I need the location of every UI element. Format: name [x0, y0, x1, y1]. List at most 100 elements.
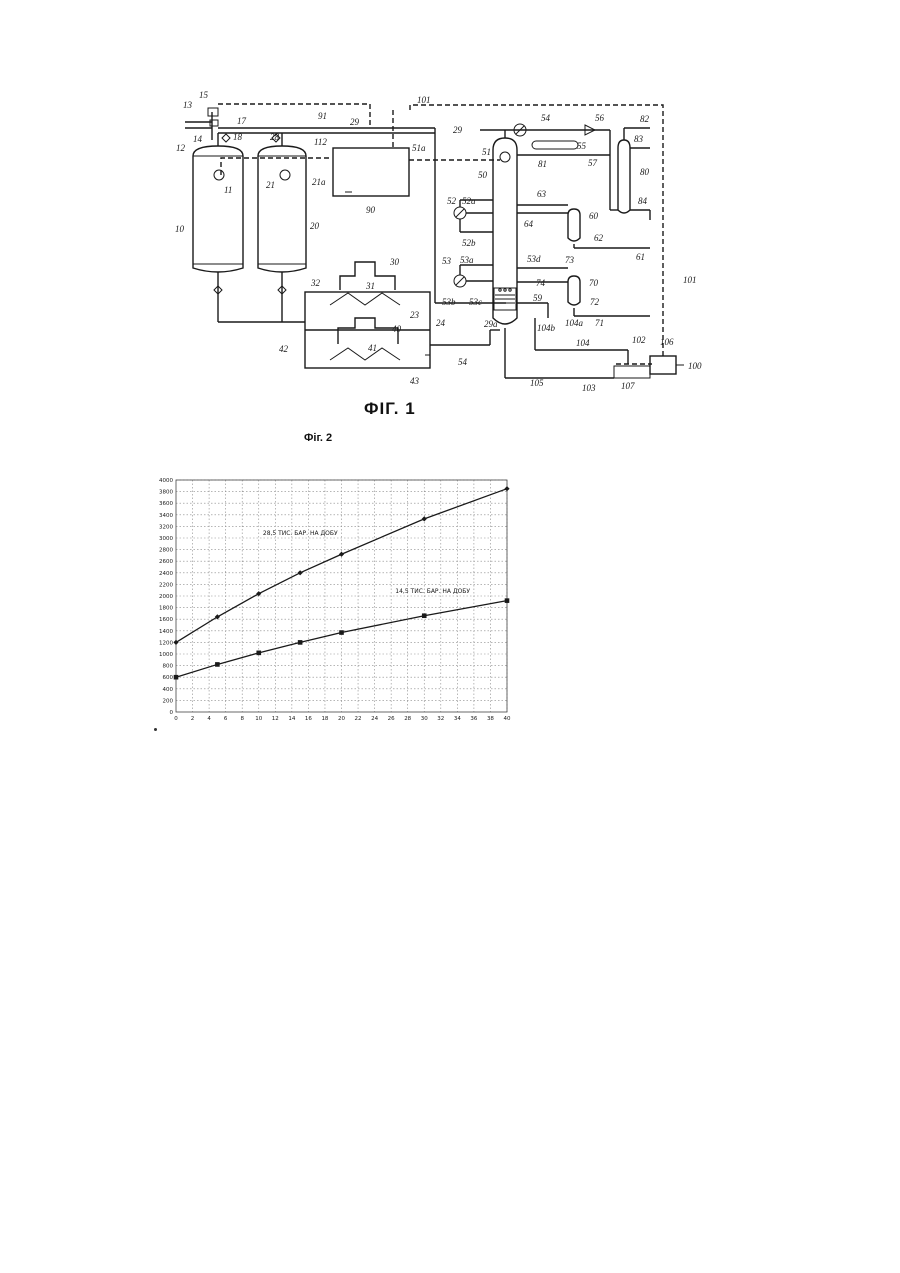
y-tick-label: 0 [170, 710, 174, 716]
label-70: 70 [589, 278, 599, 288]
label-40: 40 [392, 324, 402, 334]
label-53a: 53a [460, 255, 474, 265]
y-tick-label: 800 [163, 664, 174, 670]
label-81: 81 [538, 159, 547, 169]
x-tick-label: 18 [321, 716, 328, 722]
label-50: 50 [478, 170, 488, 180]
chart-grid [176, 480, 507, 712]
x-tick-label: 6 [224, 716, 228, 722]
label-101-top: 101 [417, 95, 431, 105]
label-41: 41 [368, 343, 377, 353]
data-point-diamond [298, 570, 303, 575]
x-tick-label: 38 [487, 716, 494, 722]
label-82: 82 [640, 114, 650, 124]
label-42: 42 [279, 344, 289, 354]
tank-10 [193, 146, 243, 272]
label-53c: 53c [469, 297, 482, 307]
label-90: 90 [366, 205, 376, 215]
label-51a: 51a [412, 143, 426, 153]
x-tick-label: 24 [371, 716, 378, 722]
x-tick-label: 8 [240, 716, 244, 722]
label-28: 28 [270, 132, 280, 142]
label-53: 53 [442, 256, 452, 266]
label-43: 43 [410, 376, 420, 386]
y-tick-label: 2400 [159, 571, 173, 577]
label-21: 21 [266, 180, 275, 190]
column-50 [493, 138, 517, 324]
label-102: 102 [632, 335, 646, 345]
scan-artifact [154, 728, 157, 731]
x-tick-label: 22 [355, 716, 362, 722]
label-52: 52 [447, 196, 457, 206]
label-18: 18 [233, 132, 243, 142]
label-24: 24 [436, 318, 446, 328]
label-21a: 21a [312, 177, 326, 187]
label-53b: 53b [442, 297, 456, 307]
label-74: 74 [536, 278, 546, 288]
label-56: 56 [595, 113, 605, 123]
x-tick-label: 26 [388, 716, 395, 722]
data-point-diamond [504, 486, 509, 491]
label-64: 64 [524, 219, 534, 229]
data-point-square [505, 598, 510, 603]
reference-numerals: 10 11 12 13 14 15 17 18 20 21 21a 23 24 … [175, 90, 702, 393]
x-tick-label: 36 [470, 716, 477, 722]
label-72: 72 [590, 297, 600, 307]
label-52a: 52a [462, 196, 476, 206]
label-106: 106 [660, 337, 674, 347]
label-29-right: 29 [453, 125, 463, 135]
y-tick-label: 3000 [159, 536, 173, 542]
x-tick-label: 20 [338, 716, 345, 722]
label-15: 15 [199, 90, 209, 100]
label-61: 61 [636, 252, 645, 262]
label-59: 59 [533, 293, 543, 303]
data-point-diamond [256, 591, 261, 596]
data-point-square [174, 675, 179, 680]
figure-2-caption: Фіг. 2 [304, 432, 332, 444]
label-29a: 29a [484, 319, 498, 329]
x-tick-label: 16 [305, 716, 312, 722]
data-point-square [298, 640, 303, 645]
figure-2-line-chart: 0246810121416182022242628303234363840020… [150, 470, 520, 730]
data-point-diamond [339, 552, 344, 557]
series-label: 14,5 ТИС. БАР. НА ДОБУ [395, 588, 470, 595]
line-29 [435, 128, 506, 303]
x-tick-label: 0 [174, 716, 178, 722]
label-29-top: 29 [350, 117, 360, 127]
x-tick-label: 30 [421, 716, 428, 722]
label-84: 84 [638, 196, 648, 206]
label-55: 55 [577, 141, 587, 151]
y-tick-label: 2000 [159, 594, 173, 600]
label-30: 30 [389, 257, 400, 267]
y-tick-label: 1200 [159, 640, 173, 646]
y-tick-label: 4000 [159, 478, 173, 484]
label-101-right: 101 [683, 275, 697, 285]
label-57: 57 [588, 158, 598, 168]
y-tick-label: 2200 [159, 582, 173, 588]
label-14: 14 [193, 134, 203, 144]
label-23: 23 [410, 310, 420, 320]
feed-piping [185, 104, 435, 175]
y-tick-label: 1400 [159, 629, 173, 635]
label-104: 104 [576, 338, 590, 348]
y-tick-label: 1000 [159, 652, 173, 658]
data-point-square [422, 613, 427, 618]
y-tick-label: 1600 [159, 617, 173, 623]
label-105: 105 [530, 378, 544, 388]
label-31: 31 [365, 281, 375, 291]
y-tick-label: 200 [163, 698, 174, 704]
y-tick-label: 600 [163, 675, 174, 681]
x-tick-label: 2 [191, 716, 195, 722]
label-104a: 104a [565, 318, 584, 328]
y-tick-label: 400 [163, 687, 174, 693]
label-20: 20 [310, 221, 320, 231]
y-tick-label: 3800 [159, 490, 173, 496]
y-tick-label: 3600 [159, 501, 173, 507]
label-51: 51 [482, 147, 491, 157]
label-63: 63 [537, 189, 547, 199]
label-12: 12 [176, 143, 186, 153]
label-62: 62 [594, 233, 604, 243]
label-71: 71 [595, 318, 604, 328]
label-107: 107 [621, 381, 635, 391]
